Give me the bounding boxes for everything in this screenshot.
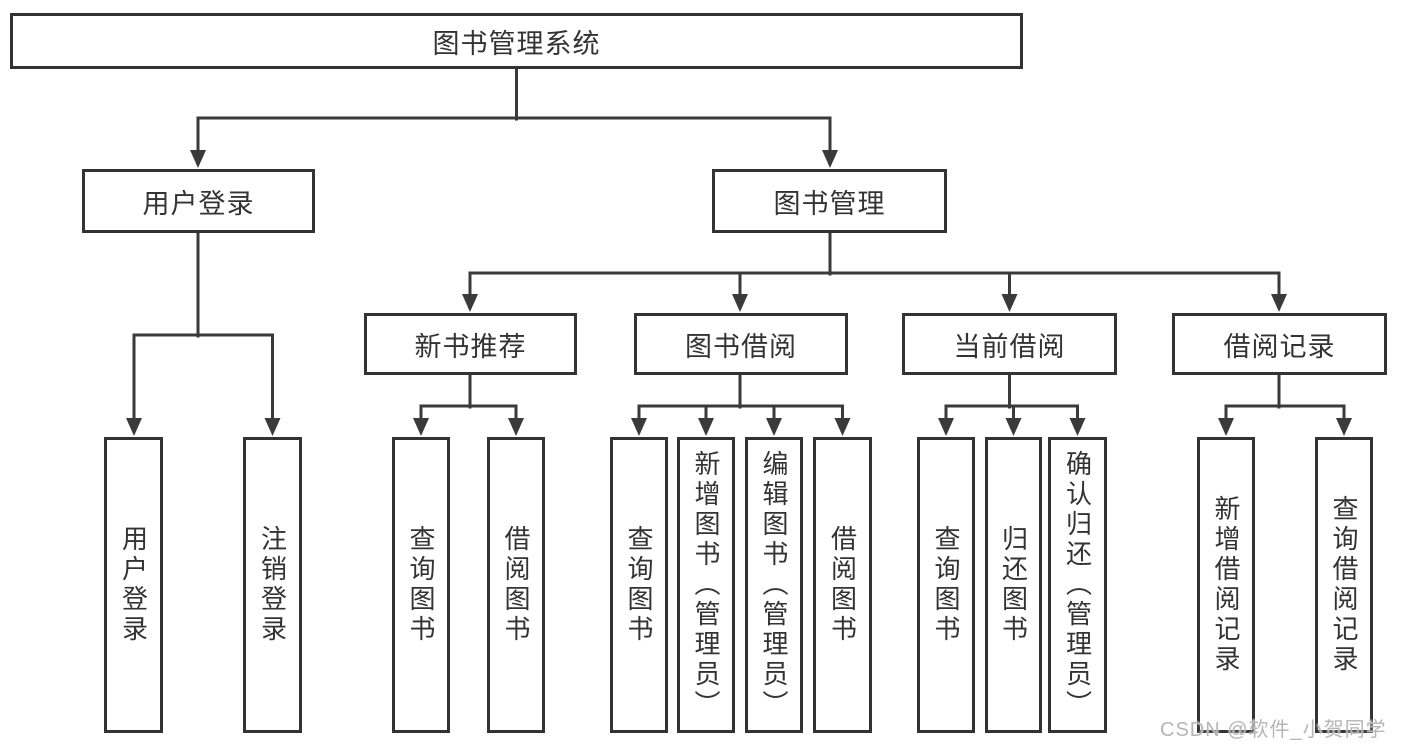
- leaf-query-book-current: 查询图书: [917, 437, 975, 733]
- leaf-query-book-recommend: 查询图书: [392, 437, 450, 733]
- node-book-management: 图书管理: [712, 169, 947, 233]
- leaf-add-borrow-record: 新增借阅记录: [1197, 437, 1255, 733]
- node-new-book-recommend: 新书推荐: [364, 313, 577, 375]
- leaf-confirm-return-admin: 确认归还（管理员）: [1048, 437, 1107, 733]
- leaf-user-login: 用户登录: [104, 437, 163, 733]
- node-library-system-root: 图书管理系统: [10, 13, 1023, 69]
- leaf-return-book: 归还图书: [985, 437, 1042, 733]
- node-book-borrow: 图书借阅: [634, 313, 848, 375]
- leaf-add-book-admin: 新增图书（管理员）: [677, 437, 735, 733]
- leaf-edit-book-admin: 编辑图书（管理员）: [745, 437, 803, 733]
- leaf-query-borrow-record: 查询借阅记录: [1315, 437, 1373, 733]
- leaf-borrow-book: 借阅图书: [813, 437, 872, 733]
- leaf-query-book-borrow: 查询图书: [610, 437, 668, 733]
- node-user-login: 用户登录: [82, 169, 315, 233]
- csdn-watermark: CSDN @软件_小贺同学: [1160, 719, 1387, 741]
- node-borrow-records: 借阅记录: [1172, 313, 1387, 375]
- node-current-borrow: 当前借阅: [902, 313, 1117, 375]
- leaf-logout: 注销登录: [243, 437, 302, 733]
- leaf-borrow-book-recommend: 借阅图书: [487, 437, 545, 733]
